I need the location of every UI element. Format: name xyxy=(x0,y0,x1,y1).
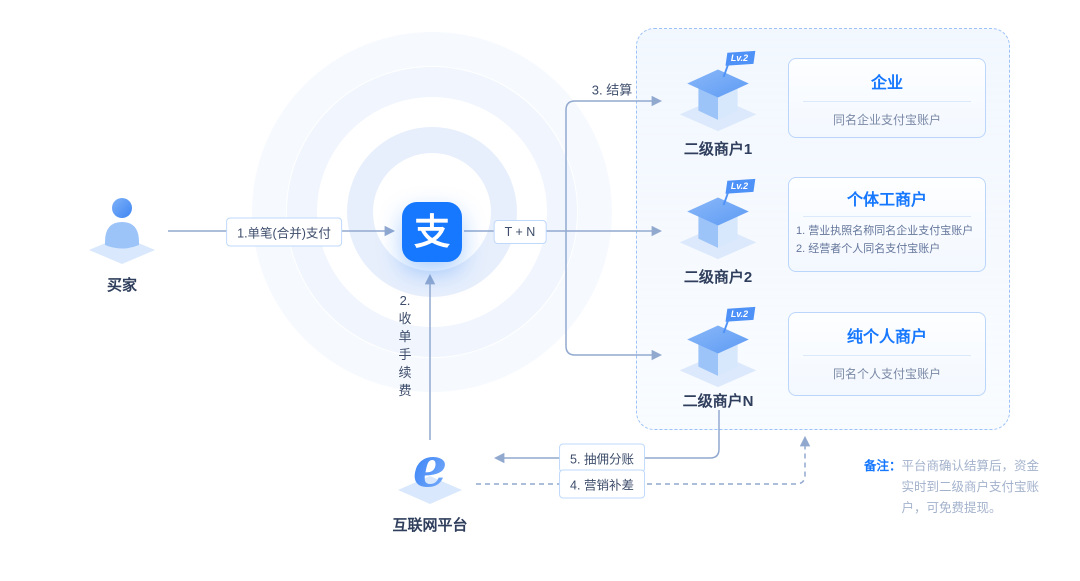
flow-pay-label: 1.单笔(合并)支付 xyxy=(226,217,342,247)
flow-settle-top-line xyxy=(565,95,663,231)
card-divider xyxy=(803,216,971,217)
note-block: 备注： 平台商确认结算后，资金实时到二级商户支付宝账户，可免费提现。 xyxy=(864,456,1064,519)
merchant-n-badge: Lv.2 xyxy=(731,309,748,319)
flow-fee-label: 2. 收单手续费 xyxy=(396,292,414,400)
merchant-n-card: 纯个人商户 同名个人支付宝账户 xyxy=(788,312,986,396)
merchant-2-badge: Lv.2 xyxy=(731,181,748,191)
buyer-node xyxy=(86,190,158,271)
merchant-2-card-line-2: 2. 经营者个人同名支付宝账户 xyxy=(796,243,941,255)
flow-settle-bottom-line xyxy=(565,231,663,361)
flow-settle-label: 3. 结算 xyxy=(591,82,633,98)
flow-commission-line xyxy=(493,410,720,464)
flow-commission-label: 5. 抽佣分账 xyxy=(559,443,645,473)
alipay-glyph: 支 xyxy=(413,211,450,252)
platform-label: 互联网平台 xyxy=(392,517,468,534)
platform-glyph: e xyxy=(413,436,447,499)
flow-tn-label: T + N xyxy=(493,220,547,244)
platform-node: e xyxy=(394,435,466,511)
buyer-label: 买家 xyxy=(106,277,137,294)
merchant-1-name: 二级商户1 xyxy=(683,141,753,158)
merchant-n-card-title: 纯个人商户 xyxy=(846,329,927,346)
card-divider xyxy=(803,101,971,102)
merchant-2-name: 二级商户2 xyxy=(683,269,753,286)
merchant-1-card-title: 企业 xyxy=(870,75,903,92)
flow-subsidy-label: 4. 营销补差 xyxy=(559,469,645,499)
merchant-1-house-icon: Lv.2 xyxy=(676,48,760,139)
merchant-1-card: 企业 同名企业支付宝账户 xyxy=(788,58,986,138)
merchant-2-house-icon: Lv.2 xyxy=(676,176,760,267)
merchant-2-card-title: 个体工商户 xyxy=(846,192,927,209)
platform-icon: e xyxy=(398,435,462,504)
merchant-n-name: 二级商户N xyxy=(682,393,754,410)
flow-fee-text: 收单手续费 xyxy=(398,311,412,398)
merchant-1-badge: Lv.2 xyxy=(731,53,748,63)
alipay-logo: 支 xyxy=(402,202,462,262)
merchant-n-card-line: 同名个人支付宝账户 xyxy=(832,367,941,381)
note-text: 平台商确认结算后，资金实时到二级商户支付宝账户，可免费提现。 xyxy=(901,459,1040,515)
card-divider xyxy=(803,355,971,356)
note-label: 备注： xyxy=(864,459,902,473)
merchant-n-house-icon: Lv.2 xyxy=(676,304,760,395)
merchant-1-card-line: 同名企业支付宝账户 xyxy=(832,113,941,127)
flow-fee-number: 2. xyxy=(399,293,411,308)
merchant-2-card-line-1: 1. 营业执照名称同名企业支付宝账户 xyxy=(796,225,974,237)
merchant-2-card: 个体工商户 1. 营业执照名称同名企业支付宝账户 2. 经营者个人同名支付宝账户 xyxy=(788,177,986,272)
flow-subsidy-line xyxy=(476,435,811,485)
buyer-icon xyxy=(89,198,155,264)
